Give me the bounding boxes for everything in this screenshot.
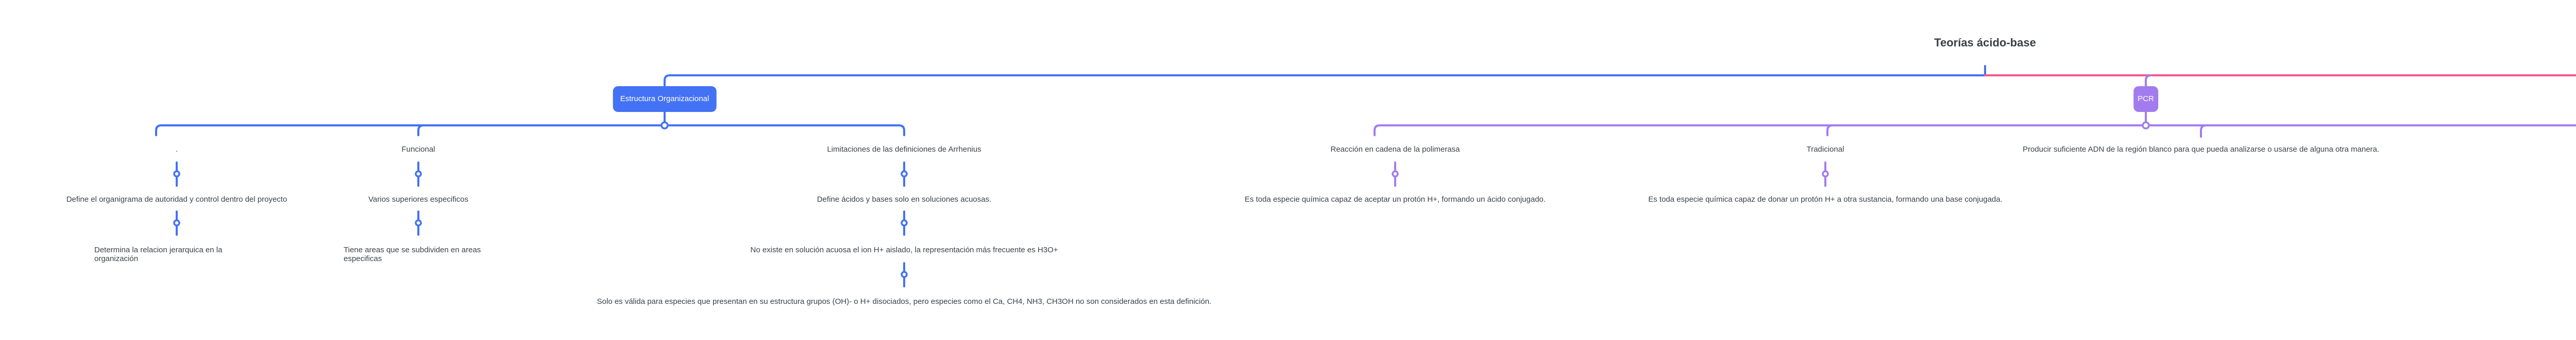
node-varios-superiores[interactable]: Varios superiores especificos [368, 195, 468, 204]
node-reaccion-cadena[interactable]: Reacción en cadena de la polimerasa [1330, 145, 1460, 154]
node-donar-proton[interactable]: Es toda especie química capaz de donar u… [1648, 195, 2003, 204]
node-areas-especificas[interactable]: Tiene areas que se subdividen en areas e… [344, 246, 481, 263]
node-funcional[interactable]: Funcional [401, 145, 435, 154]
node-no-existe-h[interactable]: No existe en solución acuosa el ion H+ a… [750, 246, 1058, 254]
node-producir-adn[interactable]: Producir suficiente ADN de la región bla… [2022, 145, 2380, 154]
node-relacion-jerarquica[interactable]: Determina la relacion jerarquica en la o… [94, 246, 223, 263]
node-solo-acuosas[interactable]: Define ácidos y bases solo en soluciones… [817, 195, 992, 204]
branch-pcr[interactable]: PCR [2133, 86, 2158, 112]
node-aceptar-proton[interactable]: Es toda especie química capaz de aceptar… [1244, 195, 1546, 204]
root-title[interactable]: Teorías ácido-base [1934, 36, 2036, 49]
node-define-organigrama[interactable]: Define el organigrama de autoridad y con… [66, 195, 287, 204]
node-dot[interactable]: . [175, 145, 178, 154]
branch-estructura-organizacional[interactable]: Estructura Organizacional [613, 86, 717, 112]
node-tradicional[interactable]: Tradicional [1806, 145, 1844, 154]
node-limitaciones-arrhenius[interactable]: Limitaciones de las definiciones de Arrh… [827, 145, 981, 154]
node-solo-valida[interactable]: Solo es válida para especies que present… [597, 297, 1212, 306]
